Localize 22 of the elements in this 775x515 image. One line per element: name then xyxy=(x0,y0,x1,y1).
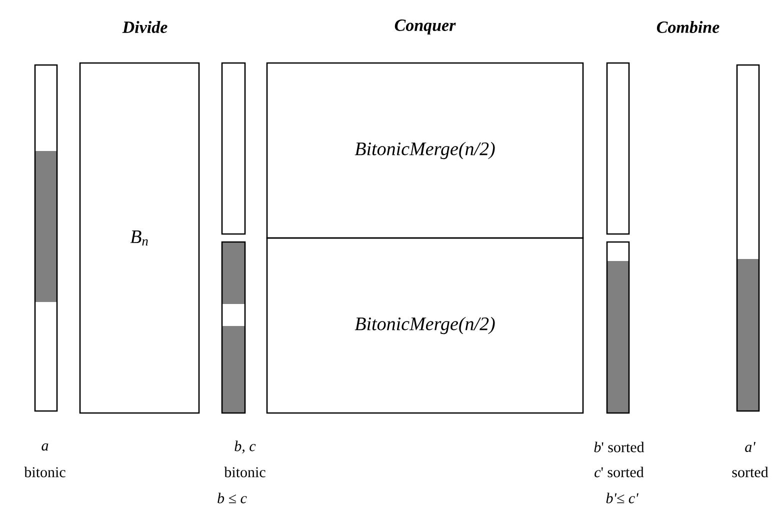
stage-title: Combine xyxy=(656,21,720,33)
caption: c' sorted xyxy=(594,466,644,478)
array-bar xyxy=(34,64,58,412)
stage-title: Divide xyxy=(122,21,168,33)
array-bar xyxy=(221,241,246,414)
caption: b' sorted xyxy=(594,442,644,452)
caption: bitonic xyxy=(24,466,66,478)
stage-title: Conquer xyxy=(394,20,456,34)
caption: a xyxy=(42,443,48,451)
process-box: BitonicMerge(n/2) xyxy=(266,237,584,414)
caption: b'≤ c' xyxy=(606,492,638,504)
process-box: BitonicMerge(n/2) xyxy=(266,62,584,239)
array-bar xyxy=(736,64,760,412)
caption: bitonic xyxy=(224,466,266,478)
caption: b, c xyxy=(234,440,256,454)
caption: a' xyxy=(745,442,756,452)
array-bar xyxy=(221,62,246,235)
caption: sorted xyxy=(732,466,768,478)
array-bar xyxy=(606,62,630,235)
caption: b ≤ c xyxy=(218,492,247,504)
process-box: B$_{n}$ xyxy=(79,62,200,414)
array-bar xyxy=(606,241,630,414)
